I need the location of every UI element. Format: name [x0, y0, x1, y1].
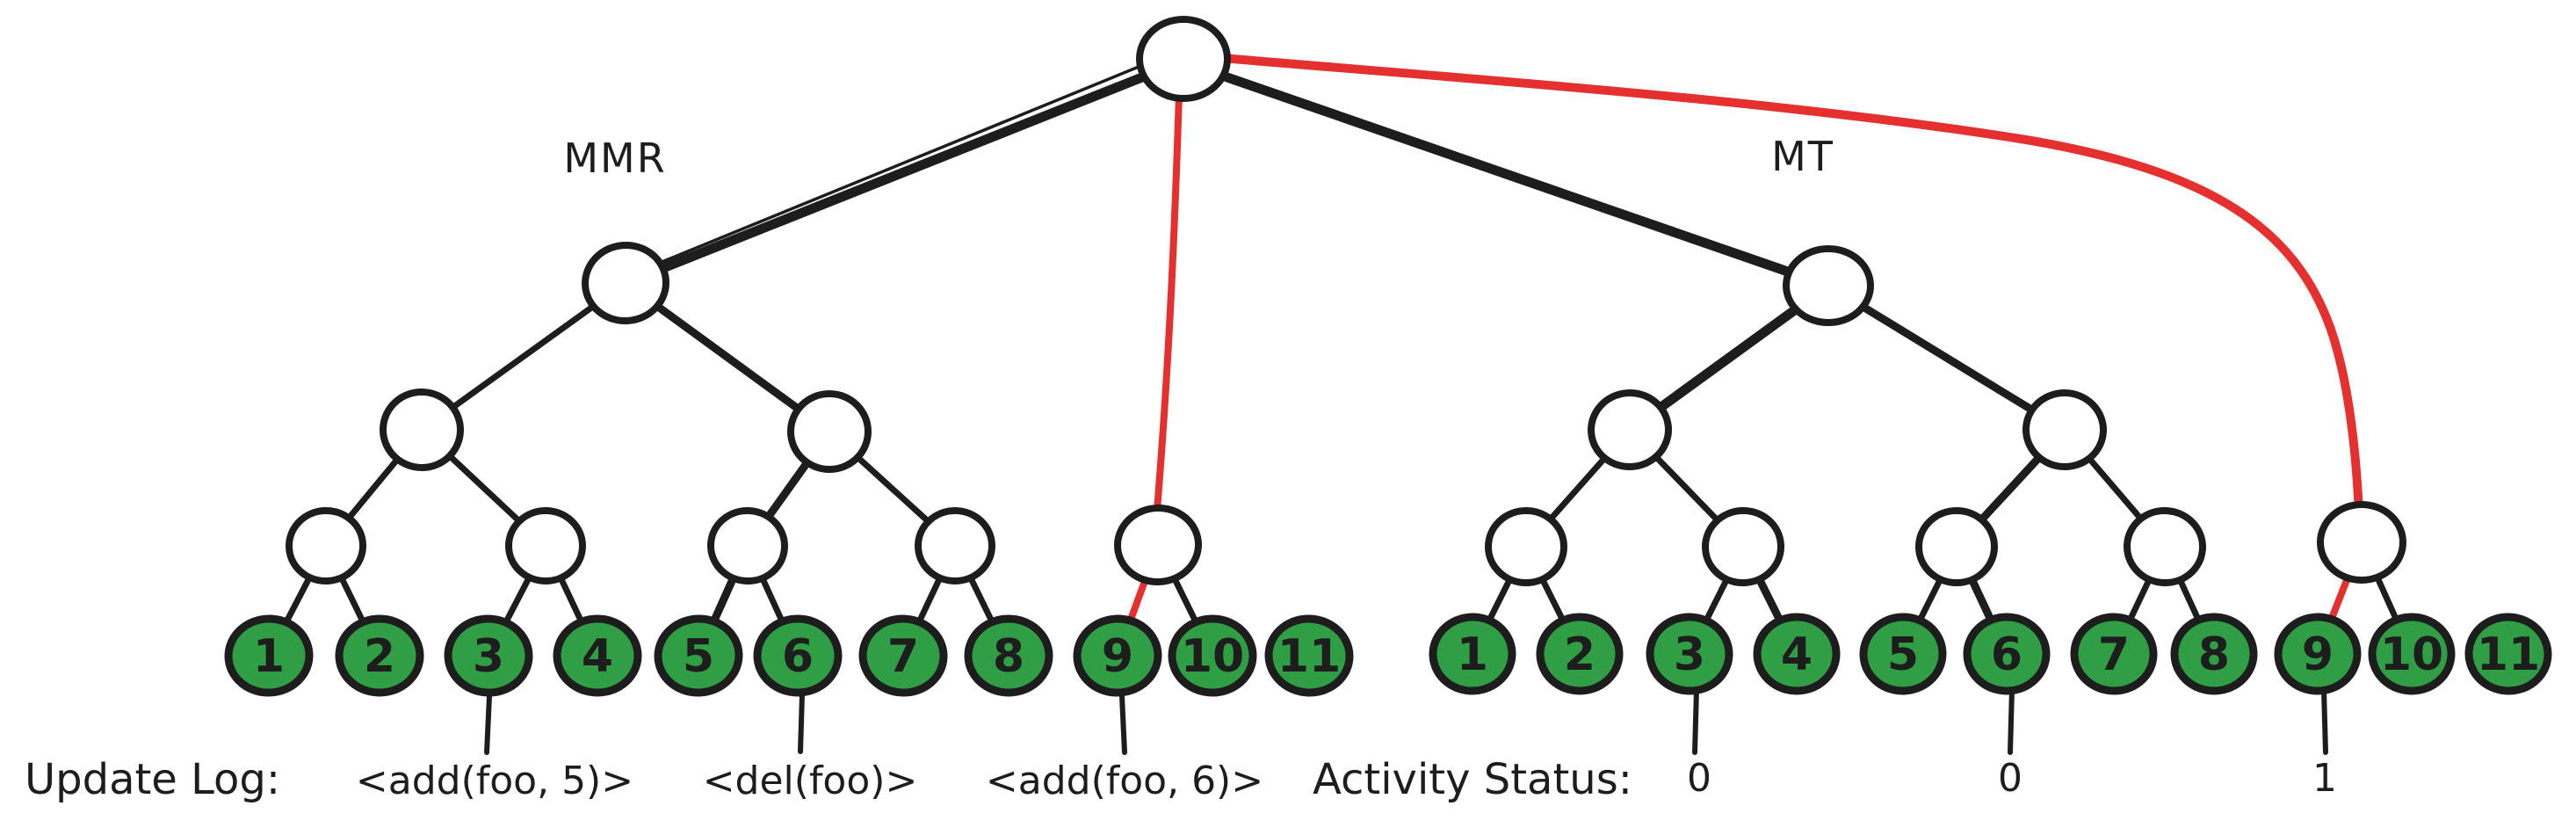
annotation-ticks — [484, 686, 2328, 755]
mmr-leaf-6 — [753, 614, 843, 697]
mmr-pair12-node — [286, 506, 366, 585]
mt-leaf-7-label: 7 — [2098, 628, 2130, 681]
mt-title: MT — [1771, 133, 1834, 180]
tick-mt-leaf6 — [2008, 686, 2015, 755]
mmr-title: MMR — [563, 134, 666, 182]
mmr-leaf-2 — [335, 614, 424, 697]
mmr-leaf-7-label: 7 — [887, 630, 919, 683]
mt-leaf-1-label: 1 — [1457, 628, 1488, 681]
mmr-pair78-node — [915, 507, 995, 584]
root-node — [1136, 16, 1231, 102]
mt-leaves: 1 2 3 4 5 6 7 8 9 10 11 — [1429, 613, 2552, 695]
edge-mmr-peak-right-echo — [633, 288, 826, 426]
text-labels: MMR MT Update Log: <add(foo, 5)> <del(fo… — [25, 133, 2337, 804]
update-log-entry-1: <add(foo, 5)> — [356, 759, 633, 803]
tick-mmr-leaf6 — [798, 692, 805, 754]
tick-mmr-leaf9 — [1119, 693, 1127, 755]
edge-root-to-mmr-peak-echo — [634, 49, 1179, 274]
mt-leaf-11-label: 11 — [2477, 628, 2540, 681]
mmr-leaf-1 — [224, 614, 314, 697]
mmr-leaf-10-label: 10 — [1181, 630, 1244, 683]
mmr-leaf-5-label: 5 — [683, 630, 714, 683]
tick-mmr-leaf3 — [484, 693, 492, 755]
mt-leaf-1 — [1429, 613, 1516, 695]
mmr-leaf-6-label: 6 — [782, 630, 814, 683]
mt-leaf-8 — [2170, 613, 2258, 695]
mmr-leaf-11 — [1264, 614, 1354, 697]
mt-leaf-8-label: 8 — [2198, 628, 2230, 681]
mt-l2-right-node — [2022, 388, 2107, 471]
mmr-pair34-node — [505, 507, 586, 584]
mt-pair910-node — [2317, 501, 2406, 584]
mt-leaf-5 — [1859, 613, 1947, 695]
mmr-leaf-3 — [444, 614, 533, 697]
mmr-leaf-8-label: 8 — [993, 630, 1024, 683]
mt-leaf-9 — [2274, 613, 2362, 695]
mmr-leaf-3-label: 3 — [473, 630, 504, 683]
mt-leaf-9-label: 9 — [2302, 628, 2334, 681]
highlight-root-to-mt-peak910 — [1219, 54, 2364, 539]
edge-root-to-mmr-peak — [620, 56, 1187, 288]
activity-status-label: Activity Status: — [1313, 755, 1632, 804]
mt-leaf-10-label: 10 — [2380, 628, 2443, 681]
mt-leaf-11 — [2464, 613, 2552, 695]
mmr-leaf-11-label: 11 — [1277, 630, 1341, 683]
mmr-l2-left-node — [380, 388, 464, 472]
mmr-leaf-8 — [964, 614, 1053, 697]
mmr-leaf-9-label: 9 — [1102, 630, 1133, 683]
mt-pair78-node — [2124, 506, 2206, 587]
update-log-entry-3: <add(foo, 6)> — [986, 759, 1263, 803]
edge-mt-root-right — [1824, 281, 2069, 434]
highlight-root-to-mmr-peak910 — [1151, 62, 1183, 545]
tick-mt-leaf9 — [2321, 686, 2328, 755]
update-log-entry-2: <del(foo)> — [703, 759, 918, 803]
mt-leaf-5-label: 5 — [1887, 628, 1919, 681]
activity-status-value-1: 0 — [1687, 756, 1711, 801]
mt-leaf-10 — [2368, 613, 2456, 695]
mmr-leaves: 1 2 3 4 5 6 7 8 9 10 11 — [224, 614, 1354, 697]
mt-pair34-node — [1702, 506, 1784, 587]
mt-pair56-node — [1915, 507, 1998, 586]
activity-status-value-3: 1 — [2312, 756, 2337, 801]
mt-leaf-6 — [1963, 613, 2051, 695]
mmr-leaf-4 — [553, 614, 642, 697]
mmr-leaf-5 — [654, 614, 743, 697]
mmr-pair56-node — [707, 506, 788, 585]
mt-leaf-6-label: 6 — [1991, 628, 2022, 681]
mmr-leaf-1-label: 1 — [253, 630, 285, 683]
mmr-leaf-2-label: 2 — [364, 630, 395, 683]
mmr-l2-right-node — [787, 390, 872, 473]
edge-root-to-mt-root — [1176, 56, 1834, 291]
mt-l2-left-node — [1588, 388, 1672, 471]
mt-pair12-node — [1485, 507, 1567, 586]
mt-leaf-3 — [1646, 613, 1733, 695]
mmr-leaf-10 — [1168, 614, 1257, 697]
mt-leaf-4-label: 4 — [1781, 628, 1813, 681]
mt-root-node — [1783, 245, 1874, 326]
mmr-leaf-4-label: 4 — [582, 630, 613, 683]
internal-nodes — [286, 16, 2406, 587]
mt-leaf-2 — [1536, 613, 1624, 695]
mt-leaf-4 — [1753, 613, 1841, 695]
mt-leaf-7 — [2070, 613, 2158, 695]
mmr-pair910-node — [1114, 504, 1202, 586]
mmr-peak-node — [582, 241, 669, 325]
update-log-label: Update Log: — [25, 755, 280, 804]
mt-leaf-3-label: 3 — [1674, 628, 1705, 681]
mmr-leaf-9 — [1073, 614, 1162, 697]
mt-leaf-2-label: 2 — [1564, 628, 1596, 681]
tick-mt-leaf3 — [1692, 686, 1699, 755]
activity-status-value-2: 0 — [1998, 756, 2022, 801]
mmr-leaf-7 — [858, 614, 948, 697]
